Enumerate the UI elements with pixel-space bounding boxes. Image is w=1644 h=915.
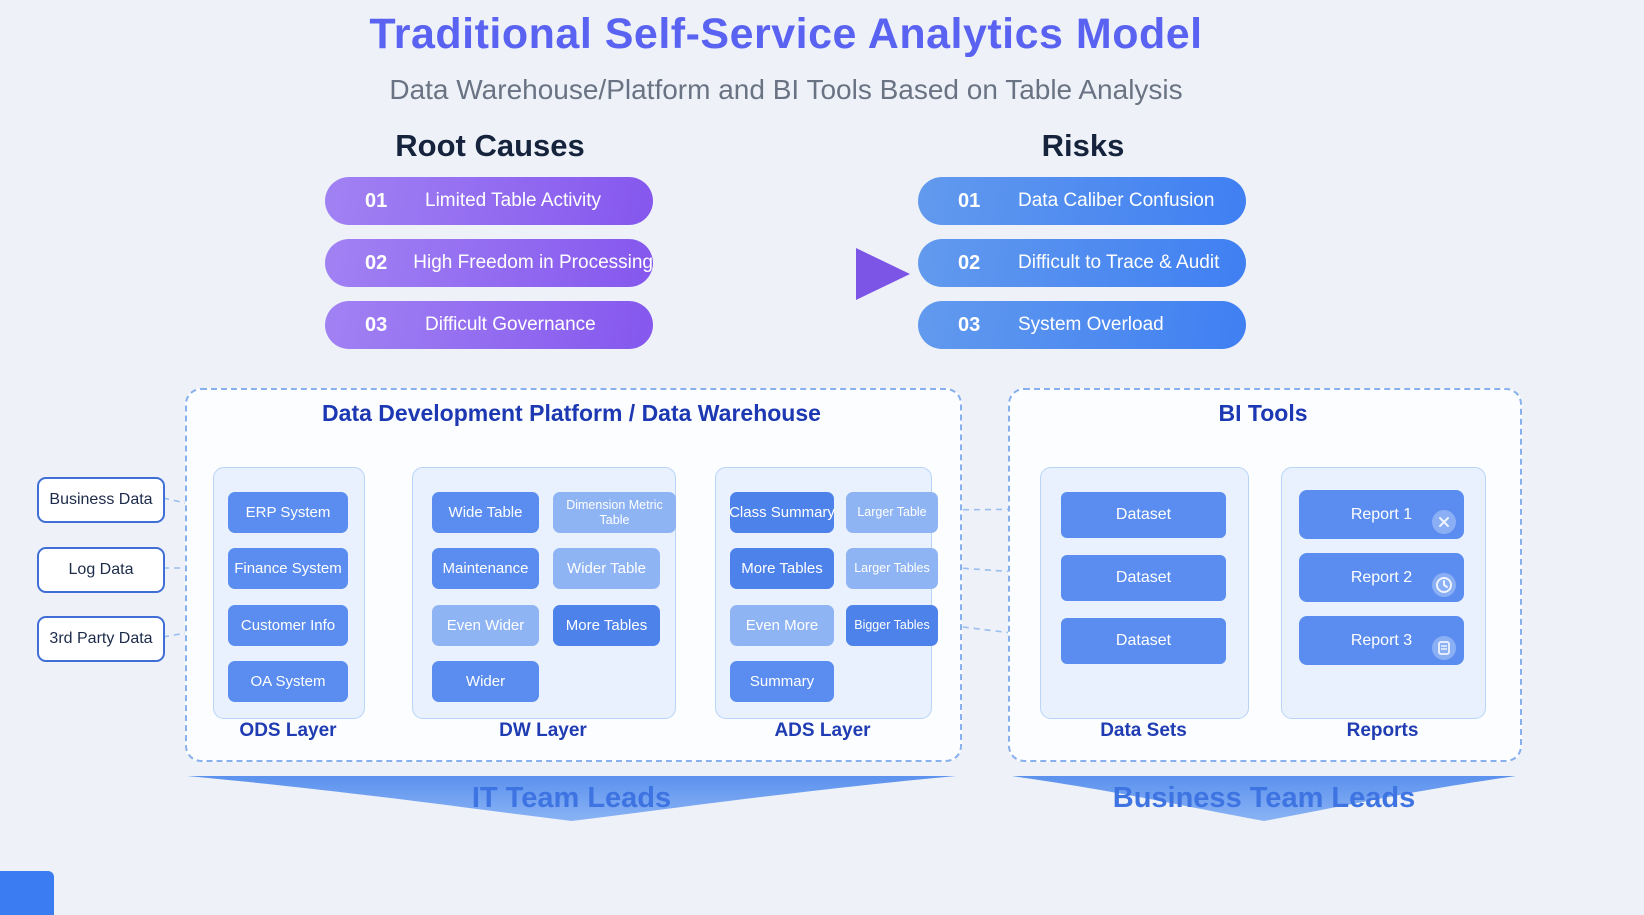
reports-label: Reports [1346, 720, 1419, 741]
root-cause-pill-2: 02 High Freedom in Processing [325, 239, 653, 287]
page-title: Traditional Self-Service Analytics Model [369, 10, 1203, 58]
pill-number: 03 [958, 313, 981, 336]
layer-box-bigger-tables: Bigger Tables [846, 605, 938, 646]
report-box-1: Report 1 [1299, 490, 1464, 539]
document-icon [1432, 636, 1456, 660]
layer-box-summary: Summary [730, 661, 834, 702]
risk-pill-1: 01 Data Caliber Confusion [918, 177, 1246, 225]
risk-pill-3: 03 System Overload [918, 301, 1246, 349]
report-label: Report 3 [1350, 631, 1413, 649]
pill-label: Limited Table Activity [425, 190, 602, 211]
datasets-label: Data Sets [1100, 720, 1187, 741]
layer-box-larger-table: Larger Table [846, 492, 938, 533]
platform-title: Data Development Platform / Data Warehou… [322, 400, 821, 426]
layer-box-maintenance: Maintenance [432, 548, 539, 589]
it-team-brace [187, 776, 956, 821]
source-box-business-data: Business Data [37, 477, 165, 523]
ods-layer-label: ODS Layer [239, 720, 337, 741]
business-team-brace [1012, 776, 1516, 821]
report-label: Report 1 [1350, 505, 1413, 523]
layer-box-dimension-metric-table: Dimension Metric Table [553, 492, 676, 533]
dataset-box-2: Dataset [1061, 555, 1226, 601]
layer-box-wider-table: Wider Table [553, 548, 660, 589]
right-arrow-icon [856, 248, 910, 300]
pill-label: Difficult to Trace & Audit [1018, 252, 1220, 273]
pill-label: Difficult Governance [425, 314, 596, 335]
layer-box-wider: Wider [432, 661, 539, 702]
dataset-box-3: Dataset [1061, 618, 1226, 664]
pill-number: 02 [365, 251, 388, 274]
report-label: Report 2 [1350, 568, 1413, 586]
pill-number: 01 [365, 189, 388, 212]
source-box-3rd-party-data: 3rd Party Data [37, 616, 165, 662]
clock-icon [1432, 573, 1456, 597]
report-box-2: Report 2 [1299, 553, 1464, 602]
layer-box-oa-system: OA System [228, 661, 348, 702]
pill-number: 02 [958, 251, 981, 274]
dw-layer-label: DW Layer [499, 720, 587, 741]
layer-box-wide-table: Wide Table [432, 492, 539, 533]
pill-label: High Freedom in Processing [413, 252, 653, 273]
dataset-box-1: Dataset [1061, 492, 1226, 538]
root-causes-heading: Root Causes [395, 128, 585, 163]
report-box-3: Report 3 [1299, 616, 1464, 665]
source-box-log-data: Log Data [37, 547, 165, 593]
layer-box-more-tables: More Tables [553, 605, 660, 646]
pill-label: System Overload [1018, 314, 1164, 335]
layer-box-even-more: Even More [730, 605, 834, 646]
pill-number: 01 [958, 189, 981, 212]
layer-box-larger-tables: Larger Tables [846, 548, 938, 589]
layer-box-erp-system: ERP System [228, 492, 348, 533]
risks-heading: Risks [1041, 128, 1125, 163]
business-team-leads-label: Business Team Leads [1112, 782, 1416, 814]
pill-label: Data Caliber Confusion [1018, 190, 1215, 211]
root-cause-pill-3: 03 Difficult Governance [325, 301, 653, 349]
page-subtitle: Data Warehouse/Platform and BI Tools Bas… [389, 74, 1183, 105]
close-circle-icon [1432, 510, 1456, 534]
it-team-leads-label: IT Team Leads [471, 782, 672, 814]
root-cause-pill-1: 01 Limited Table Activity [325, 177, 653, 225]
layer-box-finance-system: Finance System [228, 548, 348, 589]
layer-box-more-tables-ads: More Tables [730, 548, 834, 589]
risk-pill-2: 02 Difficult to Trace & Audit [918, 239, 1246, 287]
corner-accent [0, 871, 54, 915]
ads-layer-label: ADS Layer [774, 720, 871, 741]
bi-tools-title: BI Tools [1218, 400, 1308, 426]
pill-number: 03 [365, 313, 388, 336]
layer-box-class-summary: Class Summary [729, 492, 835, 533]
layer-box-customer-info: Customer Info [228, 605, 348, 646]
layer-box-even-wider: Even Wider [432, 605, 539, 646]
